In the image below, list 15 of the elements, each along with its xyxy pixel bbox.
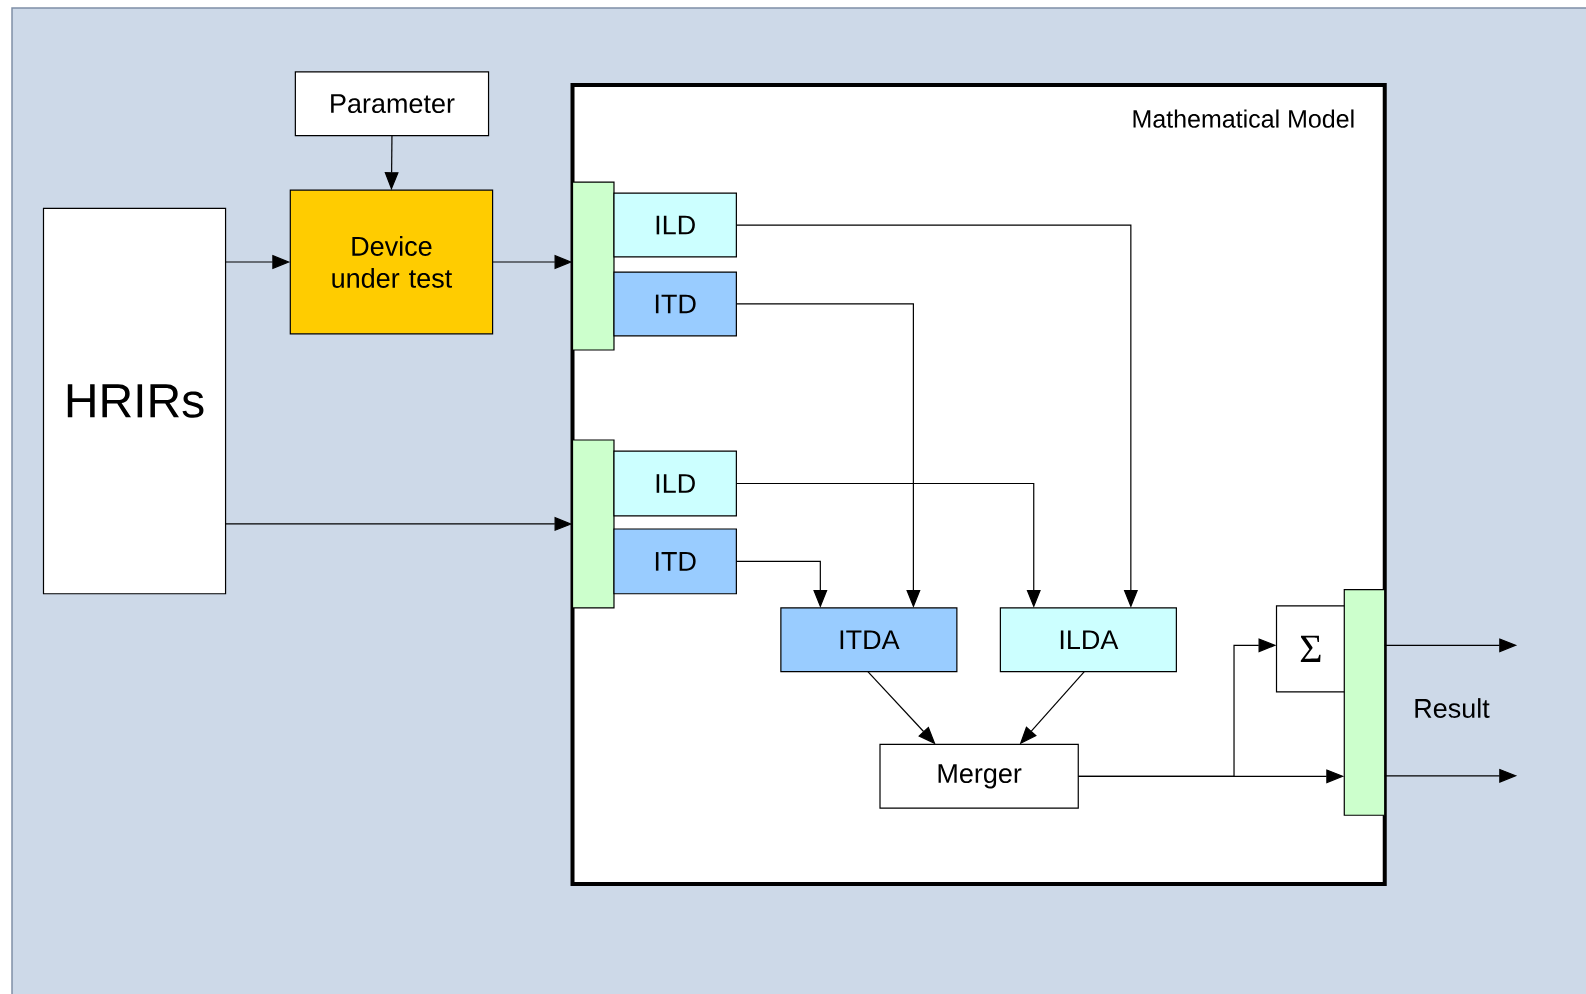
- input-bar: [571, 439, 615, 609]
- sum-box: Σ: [1275, 605, 1346, 693]
- process-box: ITD: [613, 528, 737, 595]
- parameter-box: Parameter: [294, 71, 490, 137]
- input-bar: [571, 181, 615, 351]
- process-box: ITDA: [780, 607, 958, 673]
- process-box: ITD: [613, 271, 737, 337]
- merger-box: Merger: [879, 743, 1079, 809]
- output-label: Result: [1415, 698, 1490, 718]
- source-box: HRIRs: [42, 207, 227, 595]
- process-box: ILD: [613, 450, 737, 517]
- process-box: Device under test: [289, 189, 494, 335]
- process-box: ILD: [613, 192, 737, 258]
- process-box: ILDA: [999, 607, 1177, 673]
- output-bar: [1343, 589, 1386, 816]
